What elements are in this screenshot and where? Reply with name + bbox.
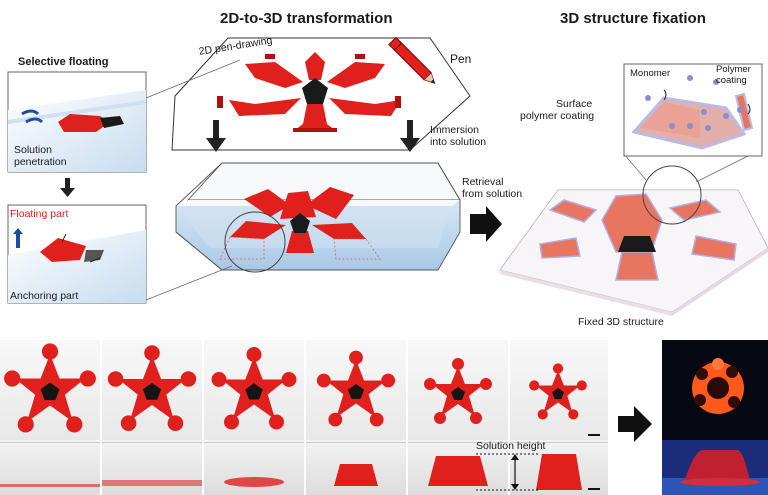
label-immersion-2: into solution: [430, 136, 486, 148]
label-polymer-1: Polymer: [716, 64, 751, 75]
solution-bath: [176, 163, 460, 270]
photo-star-2: [108, 345, 196, 431]
photo-star-4: [317, 351, 395, 427]
label-solution-1: Solution: [14, 144, 52, 156]
label-fixed-3d-structure: Fixed 3D structure: [578, 316, 664, 328]
label-retrieval-1: Retrieval: [462, 176, 503, 188]
label-surface-1: Surface: [556, 98, 592, 110]
photo-star-5: [424, 358, 492, 424]
label-solution-2: penetration: [14, 156, 67, 168]
fluorescent-photo: [662, 340, 768, 495]
label-selective-floating: Selective floating: [18, 56, 108, 68]
down-arrow-small: [60, 178, 75, 197]
result-arrow: [618, 404, 654, 444]
main-diagram: [0, 0, 768, 340]
photo-star-3: [212, 347, 297, 430]
label-anchoring-part: Anchoring part: [10, 290, 78, 302]
label-monomer: Monomer: [630, 68, 670, 79]
label-floating-part: Floating part: [10, 208, 68, 220]
label-retrieval-2: from solution: [462, 188, 522, 200]
label-solution-height: Solution height: [476, 440, 545, 452]
photo-sequence-drawings: [0, 340, 608, 495]
photo-star-1: [4, 343, 96, 432]
photo-star-6: [529, 363, 587, 419]
label-surface-2: polymer coating: [520, 110, 594, 122]
label-immersion-1: Immersion: [430, 124, 479, 136]
retrieval-arrow: [470, 206, 502, 242]
label-polymer-2: coating: [716, 75, 747, 86]
label-pen: Pen: [450, 52, 471, 66]
